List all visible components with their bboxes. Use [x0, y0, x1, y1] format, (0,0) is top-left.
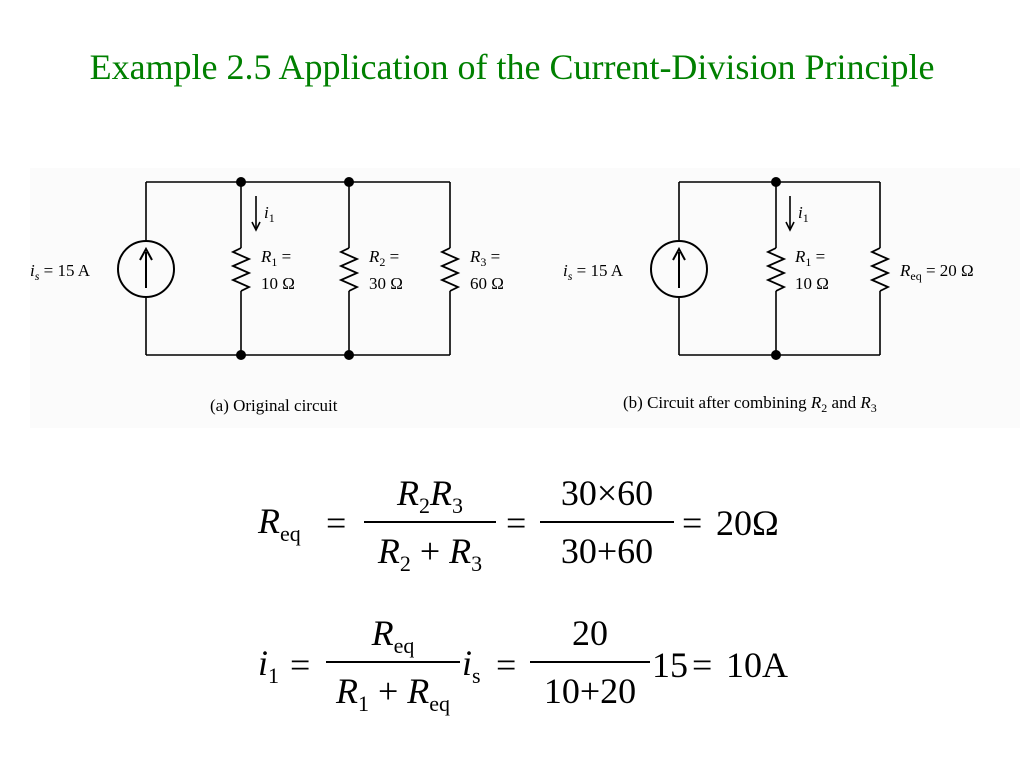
slide-title: Example 2.5 Application of the Current-D…	[89, 47, 935, 87]
eq2-frac1-denominator: R1 + Req	[335, 671, 451, 716]
circuit-diagrams: is = 15 A i1 R1 = 10 Ω R2 = 30 Ω R3 = 60…	[30, 168, 1020, 428]
eq1-fraction-1: R2R3 R2 + R3	[364, 470, 496, 590]
eq2-equals-1: =	[290, 645, 311, 685]
resistor-r1-icon	[765, 247, 787, 292]
node-dot	[236, 350, 246, 360]
eq2-frac1-numerator: Req	[371, 613, 415, 658]
figure-panel	[30, 168, 1020, 428]
node-dot	[344, 177, 354, 187]
node-dot	[771, 177, 781, 187]
node-dot	[771, 350, 781, 360]
caption-a: (a) Original circuit	[210, 396, 338, 415]
r1-label-b: R1 =	[794, 247, 825, 269]
node-dot	[236, 177, 246, 187]
circuit-a	[117, 181, 461, 356]
r3-value-a: 60 Ω	[470, 274, 504, 293]
r3-label-a: R3 =	[469, 247, 500, 269]
source-label-b: is = 15 A	[563, 261, 624, 283]
eq2-multiplier: 15	[652, 645, 688, 685]
eq2-result: 10A	[726, 645, 788, 685]
r1-value-b: 10 Ω	[795, 274, 829, 293]
circuit-b-labels: is = 15 A i1 R1 = 10 Ω Req = 20 Ω (b) Ci…	[563, 203, 974, 415]
eq1-equals-1: =	[326, 503, 347, 543]
r2-label-a: R2 =	[368, 247, 399, 269]
eq1-frac2-denominator: 30+60	[560, 531, 654, 571]
node-dot	[344, 350, 354, 360]
eq1-frac1-bar	[364, 521, 496, 523]
eq1-fraction-2: 30×60 30+60	[540, 470, 674, 590]
r1-value-a: 10 Ω	[261, 274, 295, 293]
eq2-frac2-bar	[530, 661, 650, 663]
eq2-is: is	[462, 643, 481, 688]
eq2-lhs: i1	[258, 643, 280, 688]
eq1-equals-2: =	[506, 503, 527, 543]
eq1-result: 20Ω	[716, 503, 779, 543]
current-source-icon	[117, 240, 175, 298]
current-source-icon	[650, 240, 708, 298]
i1-arrow-head	[251, 221, 261, 232]
resistor-r2-icon	[338, 247, 360, 292]
resistor-r1-icon	[230, 247, 252, 292]
r2-value-a: 30 Ω	[369, 274, 403, 293]
source-arrow-head	[139, 246, 153, 261]
eq1-frac1-numerator: R2R3	[397, 473, 463, 518]
i1-label-b: i1	[798, 203, 809, 225]
resistor-r3-icon	[439, 247, 461, 292]
eq2-equals-2: =	[496, 645, 517, 685]
circuit-b-nodes	[771, 177, 781, 360]
eq1-frac2-numerator: 30×60	[560, 473, 654, 513]
req-label-b: Req = 20 Ω	[899, 261, 974, 283]
eq2-equals-3: =	[692, 645, 713, 685]
eq1-equals-3: =	[682, 503, 703, 543]
circuit-a-labels: is = 15 A i1 R1 = 10 Ω R2 = 30 Ω R3 = 60…	[30, 203, 504, 415]
caption-b: (b) Circuit after combining R2 and R3	[623, 393, 877, 415]
i1-arrow-head	[785, 221, 795, 232]
eq1-lhs: Req	[258, 501, 301, 546]
resistor-req-icon	[869, 247, 891, 292]
eq2-frac1-bar	[326, 661, 460, 663]
source-label-a: is = 15 A	[30, 261, 91, 283]
eq2-frac2-denominator: 10+20	[543, 671, 637, 711]
eq1-frac2-bar	[540, 521, 674, 523]
r1-label-a: R1 =	[260, 247, 291, 269]
eq2-fraction-1: Req R1 + Req	[326, 610, 460, 730]
eq2-frac2-numerator: 20	[572, 613, 608, 653]
eq2-fraction-2: 20 10+20	[530, 610, 650, 730]
i1-label-a: i1	[264, 203, 275, 225]
eq1-frac1-denominator: R2 + R3	[377, 531, 483, 576]
circuit-a-nodes	[236, 177, 354, 360]
